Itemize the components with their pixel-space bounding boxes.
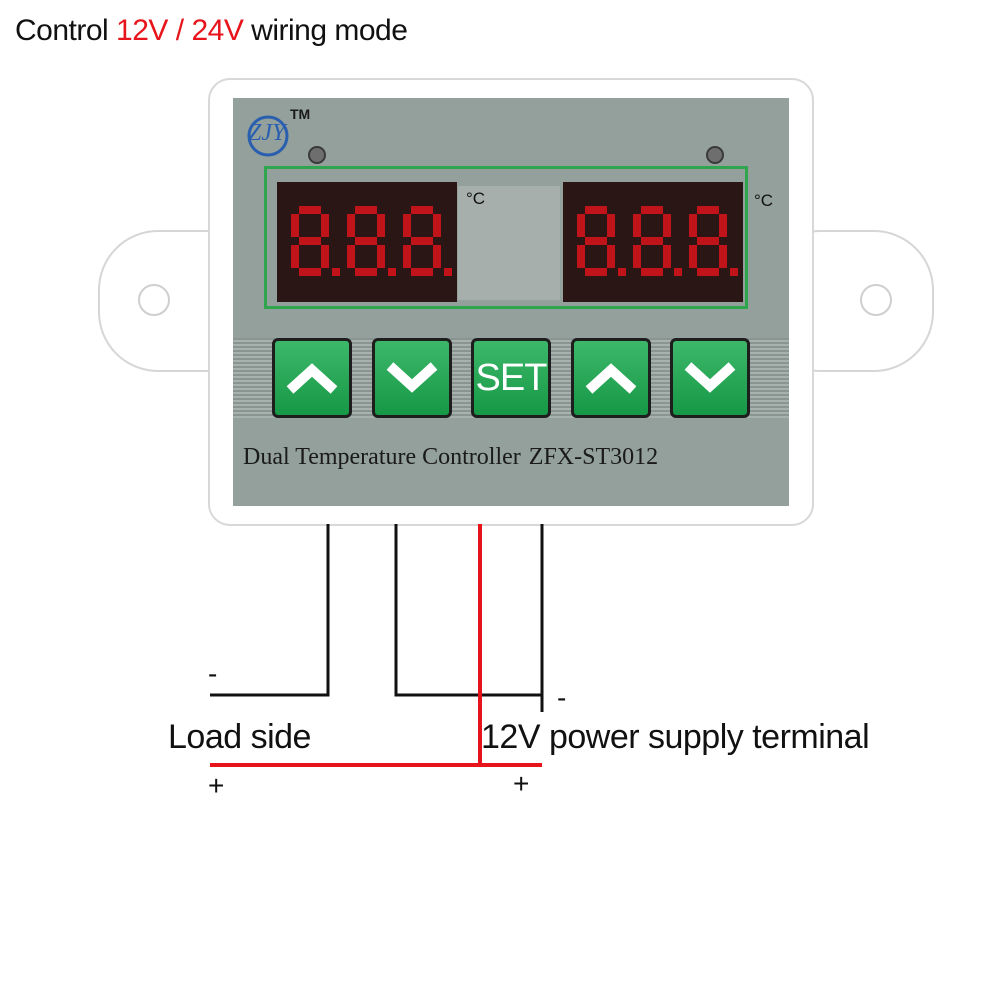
- unit-label-left: °C: [466, 189, 486, 208]
- mounting-hole-left: [138, 284, 170, 316]
- decimal-point-1: [674, 268, 682, 276]
- segment-0-2: [607, 245, 615, 268]
- decimal-point-1: [388, 268, 396, 276]
- decimal-point-2: [730, 268, 738, 276]
- segment-2-6: [697, 237, 719, 245]
- title-voltage-12v: 12V: [116, 14, 168, 47]
- segment-1-4: [347, 245, 355, 268]
- model-number: ZFX-ST3012: [528, 444, 659, 470]
- segment-2-0: [411, 206, 433, 214]
- segment-0-6: [585, 237, 607, 245]
- load-negative-wire: [210, 524, 330, 697]
- segment-1-2: [377, 245, 385, 268]
- chevron-up-icon: [286, 363, 338, 394]
- segment-0-3: [299, 268, 321, 276]
- chevron-down-icon: [386, 362, 438, 393]
- unit-label-right: °C: [754, 191, 774, 210]
- segment-0-4: [577, 245, 585, 268]
- power-plus-sign: +: [513, 768, 530, 799]
- display-frame: [264, 166, 748, 309]
- segment-2-0: [697, 206, 719, 214]
- segment-2-3: [411, 268, 433, 276]
- segment-2-4: [403, 245, 411, 268]
- segment-1-3: [355, 268, 377, 276]
- segment-0-0: [299, 206, 321, 214]
- display-left: [277, 182, 457, 302]
- segment-2-6: [411, 237, 433, 245]
- decimal-point-0: [618, 268, 626, 276]
- title-prefix: Control: [15, 14, 117, 47]
- segment-2-5: [689, 214, 697, 237]
- segment-2-4: [689, 245, 697, 268]
- set-button[interactable]: SET: [471, 338, 551, 418]
- segment-1-0: [641, 206, 663, 214]
- segment-1-4: [633, 245, 641, 268]
- chevron-up-icon: [585, 363, 637, 394]
- segment-0-4: [291, 245, 299, 268]
- segment-2-1: [433, 214, 441, 237]
- segment-0-6: [299, 237, 321, 245]
- segment-0-1: [321, 214, 329, 237]
- segment-2-1: [719, 214, 727, 237]
- segment-0-5: [577, 214, 585, 237]
- power-minus-sign: -: [557, 682, 567, 713]
- mounting-hole-right: [860, 284, 892, 316]
- segment-0-2: [321, 245, 329, 268]
- load-plus-sign: +: [208, 770, 225, 801]
- load-minus-sign: -: [208, 658, 218, 689]
- display-center-window: [458, 186, 560, 300]
- segment-0-5: [291, 214, 299, 237]
- down-button-2[interactable]: [670, 338, 750, 418]
- display-right: [563, 182, 743, 302]
- segment-1-5: [347, 214, 355, 237]
- decimal-point-2: [444, 268, 452, 276]
- model-text: Dual Temperature Controller: [243, 444, 521, 470]
- power-supply-label: 12V power supply terminal: [481, 718, 870, 756]
- segment-1-0: [355, 206, 377, 214]
- segment-2-3: [697, 268, 719, 276]
- title-slash: /: [167, 14, 192, 47]
- segment-1-6: [355, 237, 377, 245]
- up-button-2[interactable]: [571, 338, 651, 418]
- up-button-1[interactable]: [272, 338, 352, 418]
- segment-1-5: [633, 214, 641, 237]
- indicator-led-right: [706, 146, 724, 164]
- trademark-label: TM: [290, 106, 311, 122]
- segment-1-2: [663, 245, 671, 268]
- segment-0-3: [585, 268, 607, 276]
- segment-2-2: [433, 245, 441, 268]
- svg-text:ZJY: ZJY: [248, 120, 288, 146]
- title-suffix: wiring mode: [243, 14, 408, 47]
- indicator-led-left: [308, 146, 326, 164]
- chevron-down-icon: [684, 362, 736, 393]
- segment-2-2: [719, 245, 727, 268]
- segment-2-5: [403, 214, 411, 237]
- brand-logo-icon: ZJY: [247, 115, 289, 157]
- segment-0-0: [585, 206, 607, 214]
- load-side-label: Load side: [168, 718, 311, 756]
- down-button-1[interactable]: [372, 338, 452, 418]
- decimal-point-0: [332, 268, 340, 276]
- segment-1-1: [377, 214, 385, 237]
- segment-1-3: [641, 268, 663, 276]
- model-label: Dual Temperature Controller ZFX-ST3012: [243, 444, 658, 471]
- power-negative-bridge-wire: [394, 524, 542, 697]
- segment-1-1: [663, 214, 671, 237]
- segment-1-6: [641, 237, 663, 245]
- segment-0-1: [607, 214, 615, 237]
- title-voltage-24v: 24V: [191, 14, 244, 47]
- set-button-label: SET: [475, 356, 548, 399]
- diagram-title: Control 12V / 24V wiring mode: [15, 14, 408, 48]
